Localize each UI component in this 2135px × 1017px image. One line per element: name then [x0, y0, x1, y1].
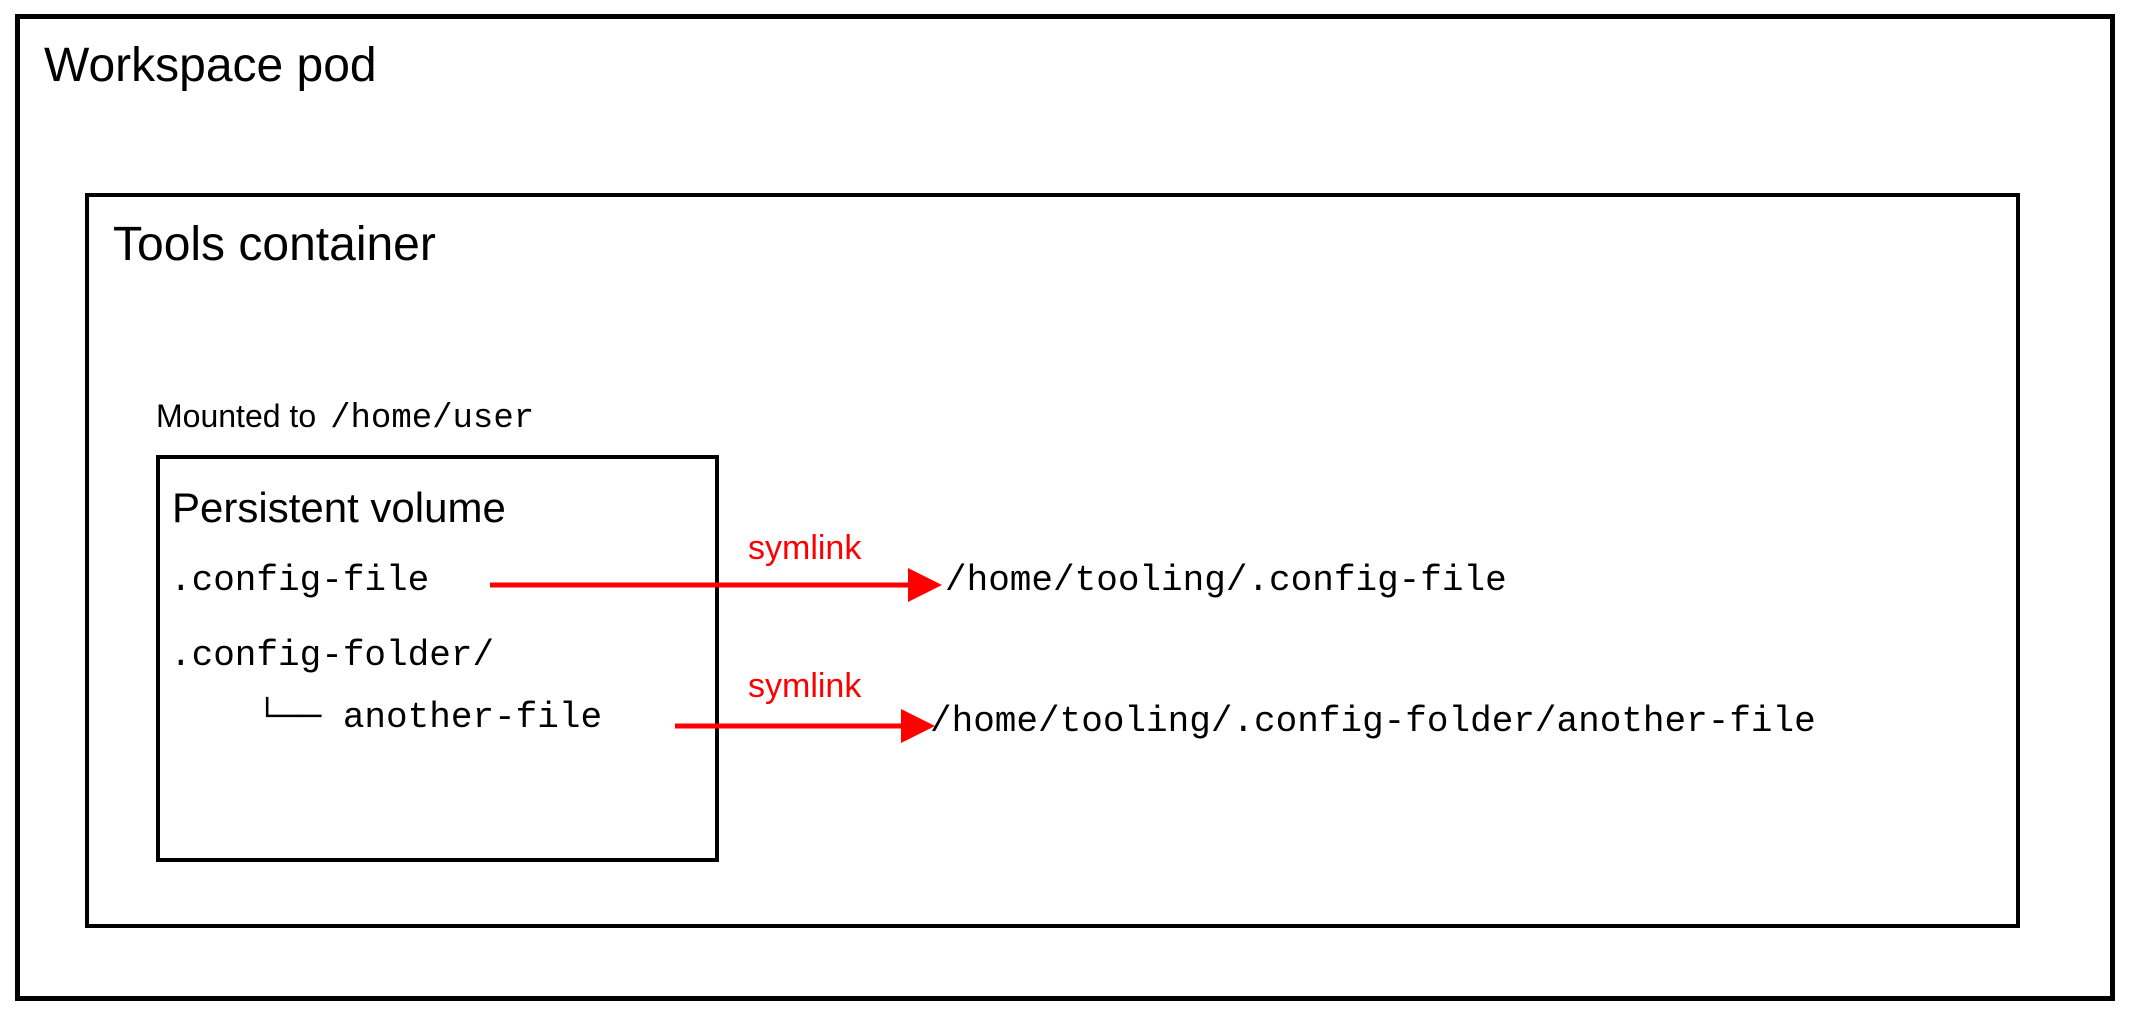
- tools-container-box: [85, 193, 2020, 928]
- mount-annotation: Mounted to/home/user: [156, 400, 534, 436]
- workspace-pod-title: Workspace pod: [44, 39, 377, 92]
- symlink-arrow-1-icon: [490, 568, 942, 602]
- persistent-volume-title: Persistent volume: [172, 484, 506, 531]
- mount-path: /home/user: [330, 400, 535, 438]
- file-entry-config-file: .config-file: [170, 560, 430, 601]
- persistent-volume-box: [156, 455, 719, 862]
- symlink-target-2: /home/tooling/.config-folder/another-fil…: [930, 701, 1816, 742]
- file-entry-another-file: └── another-file: [170, 697, 603, 738]
- file-entry-config-folder: .config-folder/: [170, 635, 495, 676]
- mount-label: Mounted to: [156, 398, 317, 434]
- symlink-label-2: symlink: [748, 667, 862, 705]
- tools-container-title: Tools container: [113, 218, 436, 271]
- symlink-label-1: symlink: [748, 529, 862, 567]
- symlink-target-1: /home/tooling/.config-file: [945, 560, 1507, 601]
- workspace-pod-box: [15, 14, 2115, 1001]
- symlink-arrow-2-icon: [675, 709, 935, 743]
